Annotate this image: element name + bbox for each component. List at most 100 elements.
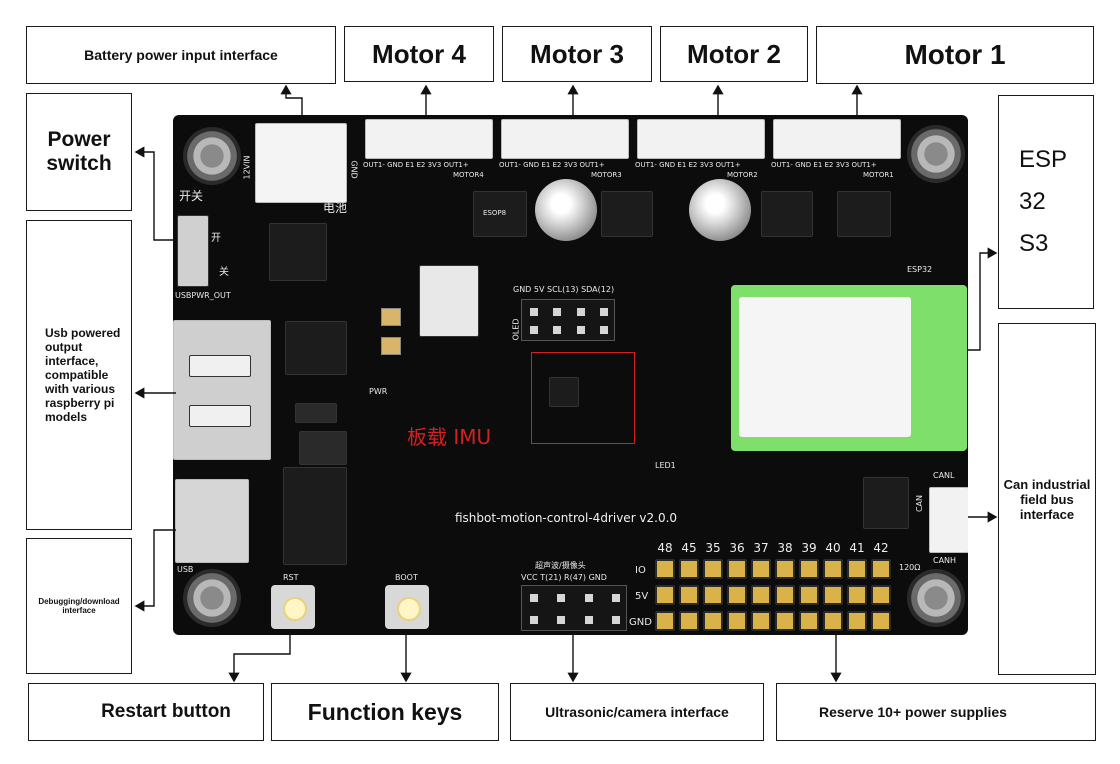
motor2-connector — [637, 119, 765, 159]
usb-a-slot — [189, 405, 251, 427]
mounting-hole-bottom-left — [183, 569, 241, 627]
capacitor-c144 — [535, 179, 597, 241]
switch-cn-label: 开关 — [179, 189, 204, 203]
io-number: 45 — [681, 541, 697, 555]
usb-label: USB — [177, 565, 194, 574]
callout-power-switch: Power switch — [26, 93, 132, 211]
callout-debug: Debugging/download interface — [26, 538, 132, 674]
header-pin — [553, 326, 562, 334]
motor3-label: MOTOR3 — [591, 171, 622, 179]
d2-diode — [299, 431, 347, 465]
motor4-label: MOTOR4 — [453, 171, 484, 179]
callout-motor3: Motor 3 — [502, 26, 652, 82]
header-pin — [775, 611, 795, 631]
io-number: 42 — [873, 541, 889, 555]
io-number: 39 — [801, 541, 817, 555]
can-transceiver — [863, 477, 909, 529]
r120-label: 120Ω — [899, 563, 921, 572]
motor4-connector — [365, 119, 493, 159]
callout-motor4: Motor 4 — [344, 26, 494, 82]
header-pin — [799, 585, 819, 605]
header-pin — [679, 585, 699, 605]
header-pin — [612, 616, 620, 624]
header-pin — [871, 611, 891, 631]
u5-chip — [283, 467, 347, 565]
header-pin — [799, 611, 819, 631]
header-pin — [823, 585, 843, 605]
smd-cap — [381, 308, 401, 326]
callout-motor2: Motor 2 — [660, 26, 808, 82]
restart-button[interactable] — [271, 585, 315, 629]
header-pin — [584, 594, 593, 602]
header-pin — [847, 585, 867, 605]
power-switch[interactable] — [177, 215, 209, 287]
usb-a-slot — [189, 355, 251, 377]
header-pin — [727, 585, 747, 605]
header-pin — [703, 559, 723, 579]
callout-function: Function keys — [271, 683, 499, 741]
inductor — [419, 265, 479, 337]
header-pin — [751, 611, 771, 631]
motor3-driver — [601, 191, 653, 237]
header-pin — [679, 559, 699, 579]
header-pin — [655, 559, 675, 579]
motor2-driver — [761, 191, 813, 237]
ultrasonic-header — [521, 585, 627, 631]
header-pin — [727, 559, 747, 579]
callout-can: Can industrial field bus interface — [998, 323, 1096, 675]
motor3-pins: OUT1- GND E1 E2 3V3 OUT1+ — [499, 161, 605, 169]
motor2-label: MOTOR2 — [727, 171, 758, 179]
imu-chip — [549, 377, 579, 407]
header-pin — [557, 594, 566, 602]
usbpwr-label: USBPWR_OUT — [175, 291, 231, 300]
5v-pin-row — [655, 585, 891, 605]
header-pin — [576, 308, 585, 316]
usb-c-port — [175, 479, 249, 563]
io-number: 37 — [753, 541, 769, 555]
header-pin — [584, 616, 593, 624]
header-pin — [871, 559, 891, 579]
callout-reserve: Reserve 10+ power supplies — [776, 683, 1096, 741]
io-number: 38 — [777, 541, 793, 555]
header-pin — [751, 559, 771, 579]
can-connector — [929, 487, 968, 553]
pcb-board: 12VIN 电池 GND 开关 开 关 USBPWR_OUT PWR USB O… — [173, 115, 968, 635]
header-pin — [530, 308, 538, 316]
header-pin — [600, 308, 608, 316]
header-pin — [751, 585, 771, 605]
io-pin-row — [655, 559, 891, 579]
header-pin — [530, 326, 538, 334]
switch-off-label: 关 — [219, 267, 229, 278]
header-pin — [655, 585, 675, 605]
esp32-module — [731, 285, 967, 451]
motor4-pins: OUT1- GND E1 E2 3V3 OUT1+ — [363, 161, 469, 169]
header-pin — [823, 611, 843, 631]
header-pin — [727, 611, 747, 631]
callout-usb-output: Usb powered output interface, compatible… — [26, 220, 132, 530]
header-pin — [871, 585, 891, 605]
header-pin — [530, 616, 538, 624]
i2c-pins-label: GND 5V SCL(13) SDA(12) — [513, 285, 615, 294]
callout-restart: Restart button — [28, 683, 264, 741]
d1-diode — [295, 403, 337, 423]
ultra-pins-label: VCC T(21) R(47) GND — [521, 573, 607, 582]
led1-label: LED1 — [655, 461, 676, 470]
battery-cn-label: 电池 — [323, 201, 348, 215]
io-number: 41 — [849, 541, 865, 555]
motor1-label: MOTOR1 — [863, 171, 894, 179]
boot-button[interactable] — [385, 585, 429, 629]
header-pin — [600, 326, 608, 334]
switch-open-label: 开 — [211, 233, 221, 244]
callout-esp32s3: ESP 32 S3 — [998, 95, 1094, 309]
io-number: 48 — [657, 541, 673, 555]
imu-box — [531, 352, 635, 444]
header-pin — [655, 611, 675, 631]
header-pin — [576, 326, 585, 334]
capacitor-c5 — [689, 179, 751, 241]
motor1-connector — [773, 119, 901, 159]
header-pin — [703, 611, 723, 631]
io-number: 40 — [825, 541, 841, 555]
header-pin — [775, 559, 795, 579]
esp32-label: ESP32 — [907, 265, 933, 274]
